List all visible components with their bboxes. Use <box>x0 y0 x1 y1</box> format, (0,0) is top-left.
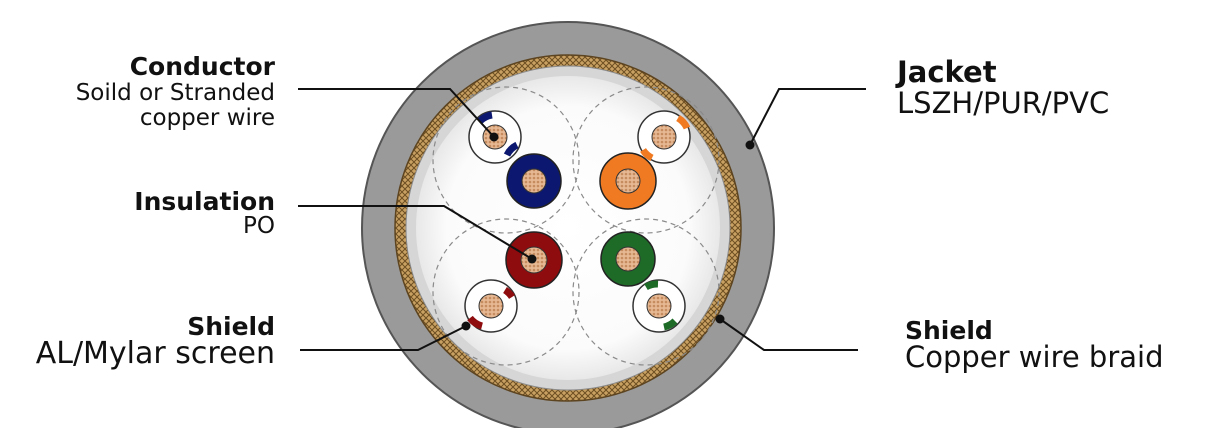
shield-right-title: Shield <box>905 316 993 345</box>
conductor-title: Conductor <box>129 52 275 81</box>
insulation-subtitle: PO <box>243 213 275 239</box>
conductor-subtitle-line1: Soild or Stranded <box>75 80 275 106</box>
jacket-subtitle: LSZH/PUR/PVC <box>897 86 1110 120</box>
conductor-subtitle-line2: copper wire <box>139 105 275 131</box>
shield-left-leader <box>300 325 467 351</box>
pair-green <box>600 231 686 333</box>
insulation-leader <box>298 205 533 260</box>
shield-left-subtitle: AL/Mylar screen <box>35 336 275 371</box>
leader-lines <box>298 88 866 351</box>
shield-right-subtitle: Copper wire braid <box>905 340 1164 374</box>
jacket-leader <box>749 88 866 146</box>
leader-dots <box>461 132 755 331</box>
jacket-title: Jacket <box>897 55 997 89</box>
pair-boundaries <box>432 86 720 366</box>
shield-right-leader <box>719 318 858 351</box>
pair-red <box>464 231 563 333</box>
conductor-leader <box>298 88 495 138</box>
pair-orange <box>599 110 691 210</box>
shield-left-title: Shield <box>187 312 275 341</box>
insulation-title: Insulation <box>134 187 275 216</box>
